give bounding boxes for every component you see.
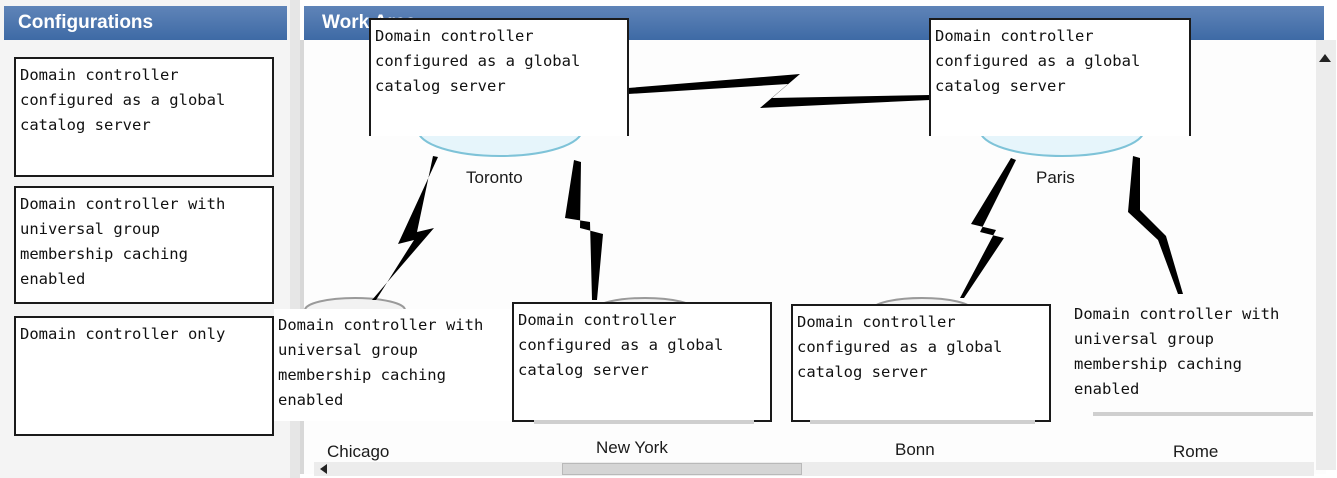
site-label-toronto: Toronto: [466, 168, 523, 187]
site-label-rome: Rome: [1173, 442, 1219, 461]
wan-link-icon: [372, 156, 438, 300]
vertical-scrollbar[interactable]: [1316, 40, 1336, 470]
chicago-assigned-config[interactable]: Domain controller with universal group m…: [274, 309, 514, 421]
wan-link-icon: [565, 160, 603, 300]
wan-link-icon: [1128, 156, 1183, 294]
panel-divider[interactable]: [290, 0, 300, 478]
newyork-slot-bar: [534, 420, 754, 424]
config-item-dc-only[interactable]: Domain controller only: [14, 316, 274, 436]
rome-slot-bar: [1093, 412, 1313, 416]
site-label-newyork: New York: [596, 438, 668, 457]
bonn-assigned-config[interactable]: Domain controller configured as a global…: [791, 304, 1051, 422]
horizontal-scrollbar[interactable]: [314, 462, 1314, 476]
rome-assigned-config[interactable]: Domain controller with universal group m…: [1074, 305, 1280, 398]
site-label-paris: Paris: [1036, 168, 1075, 187]
site-label-chicago: Chicago: [327, 442, 390, 461]
config-item-global-catalog[interactable]: Domain controller configured as a global…: [14, 57, 274, 177]
horizontal-scroll-thumb[interactable]: [562, 463, 802, 475]
watermark: ㅤ: [430, 222, 488, 295]
toronto-assigned-config[interactable]: Domain controller configured as a global…: [369, 18, 629, 136]
site-label-bonn: Bonn: [895, 440, 935, 459]
paris-assigned-config[interactable]: Domain controller configured as a global…: [929, 18, 1191, 136]
scroll-left-arrow-icon[interactable]: [320, 464, 327, 474]
scroll-up-arrow-icon[interactable]: [1319, 54, 1331, 62]
newyork-assigned-config[interactable]: Domain controller configured as a global…: [512, 302, 772, 422]
config-item-universal-group-caching[interactable]: Domain controller with universal group m…: [14, 186, 274, 304]
wan-link-icon: [960, 158, 1016, 298]
wan-link-icon: [628, 74, 930, 108]
bonn-slot-bar: [810, 420, 1035, 424]
configurations-title: Configurations: [4, 6, 287, 40]
